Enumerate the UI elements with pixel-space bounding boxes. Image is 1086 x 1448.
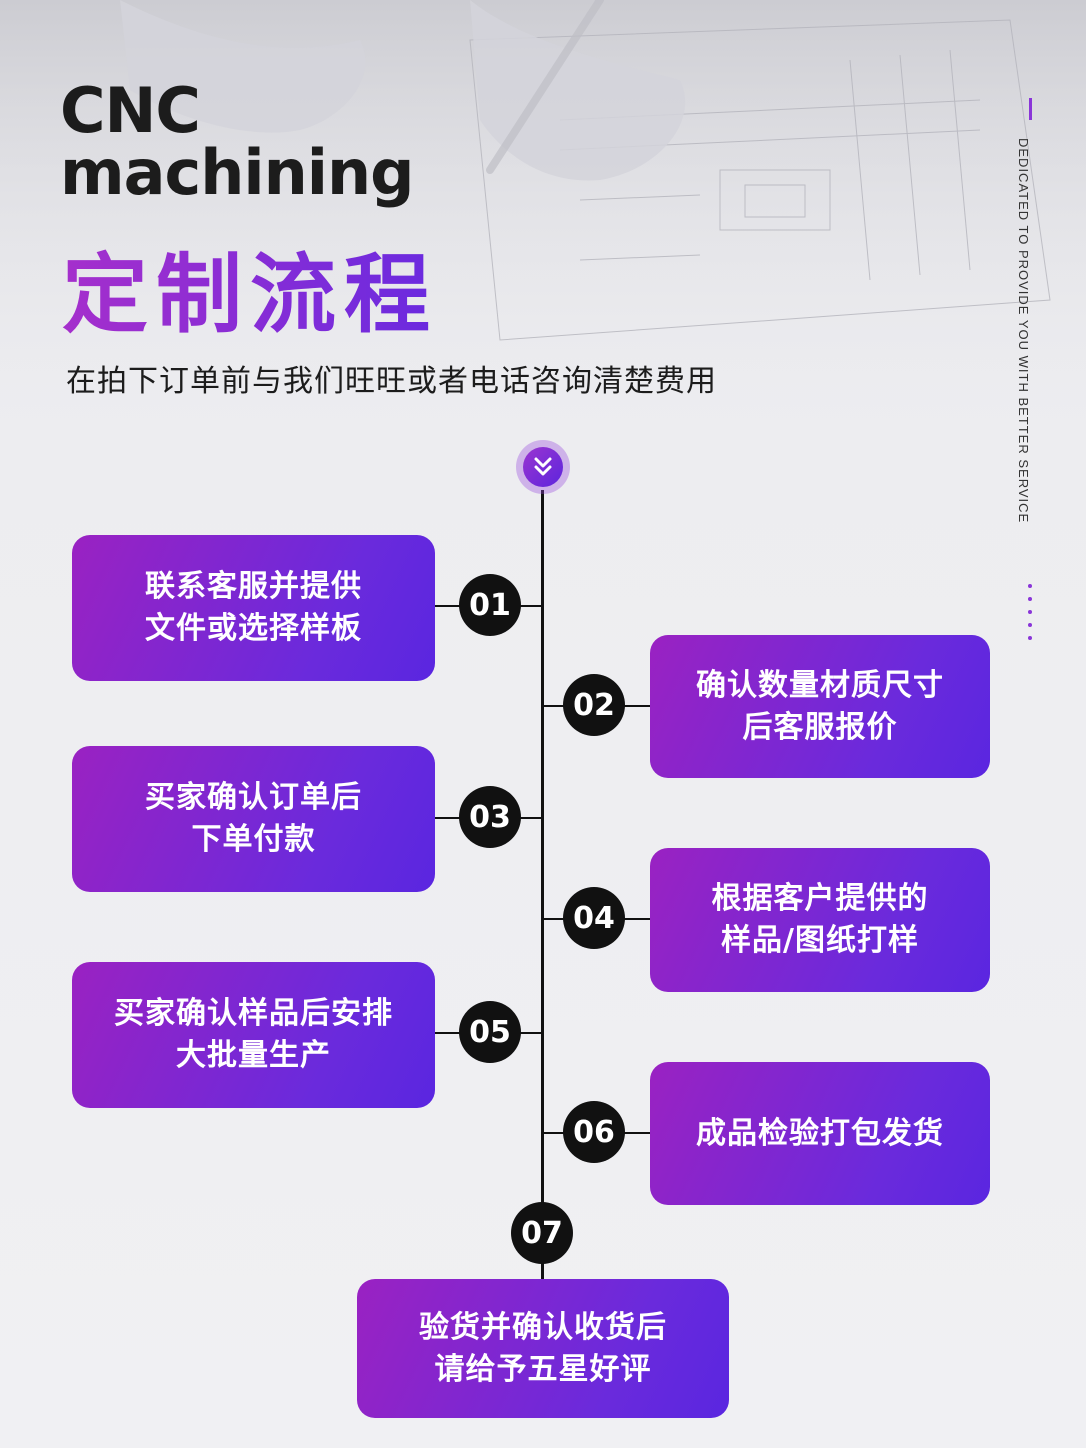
side-dots	[1028, 584, 1032, 640]
step-text-line1: 根据客户提供的	[711, 881, 929, 916]
step-badge-03: 03	[459, 786, 521, 848]
step-text-line1: 买家确认样品后安排	[114, 996, 393, 1031]
step-text-line2: 样品/图纸打样	[721, 923, 919, 958]
step-text-line1: 验货并确认收货后	[419, 1309, 667, 1345]
step-badge-01: 01	[459, 574, 521, 636]
step-card-02: 确认数量材质尺寸 后客服报价	[650, 635, 990, 778]
step-badge-02: 02	[563, 674, 625, 736]
title-en-line2: machining	[60, 136, 414, 209]
step-text-line1: 成品检验打包发货	[696, 1115, 944, 1151]
title-chinese: 定制流程	[62, 245, 438, 345]
step-badge-04: 04	[563, 887, 625, 949]
step-text-line2: 后客服报价	[742, 709, 898, 745]
step-badge-05: 05	[459, 1001, 521, 1063]
step-text-line2: 下单付款	[191, 822, 316, 857]
side-vertical-text: DEDICATED TO PROVIDE YOU WITH BETTER SER…	[1016, 138, 1031, 524]
side-accent-bar	[1029, 98, 1032, 120]
step-text-line2: 大批量生产	[176, 1038, 331, 1073]
timeline-spine	[541, 490, 544, 1280]
step-card-03: 买家确认订单后 下单付款	[72, 746, 435, 892]
background-sketch	[0, 0, 1086, 420]
step-card-07: 验货并确认收货后 请给予五星好评	[357, 1279, 729, 1418]
step-text-line2: 请给予五星好评	[434, 1351, 652, 1387]
step-badge-07: 07	[511, 1202, 573, 1264]
step-card-04: 根据客户提供的 样品/图纸打样	[650, 848, 990, 992]
title-en-line1: CNC	[60, 74, 201, 147]
step-text-line1: 确认数量材质尺寸	[696, 667, 944, 703]
step-badge-06: 06	[563, 1101, 625, 1163]
subtitle: 在拍下订单前与我们旺旺或者电话咨询清楚费用	[66, 364, 717, 399]
step-text-line2: 文件或选择样板	[145, 611, 362, 646]
step-card-05: 买家确认样品后安排 大批量生产	[72, 962, 435, 1108]
chevron-double-down-icon	[516, 440, 570, 494]
step-card-06: 成品检验打包发货	[650, 1062, 990, 1205]
title-english: CNC machining	[60, 80, 414, 204]
step-text-line1: 买家确认订单后	[145, 780, 362, 815]
step-text-line1: 联系客服并提供	[145, 569, 362, 604]
step-card-01: 联系客服并提供 文件或选择样板	[72, 535, 435, 681]
